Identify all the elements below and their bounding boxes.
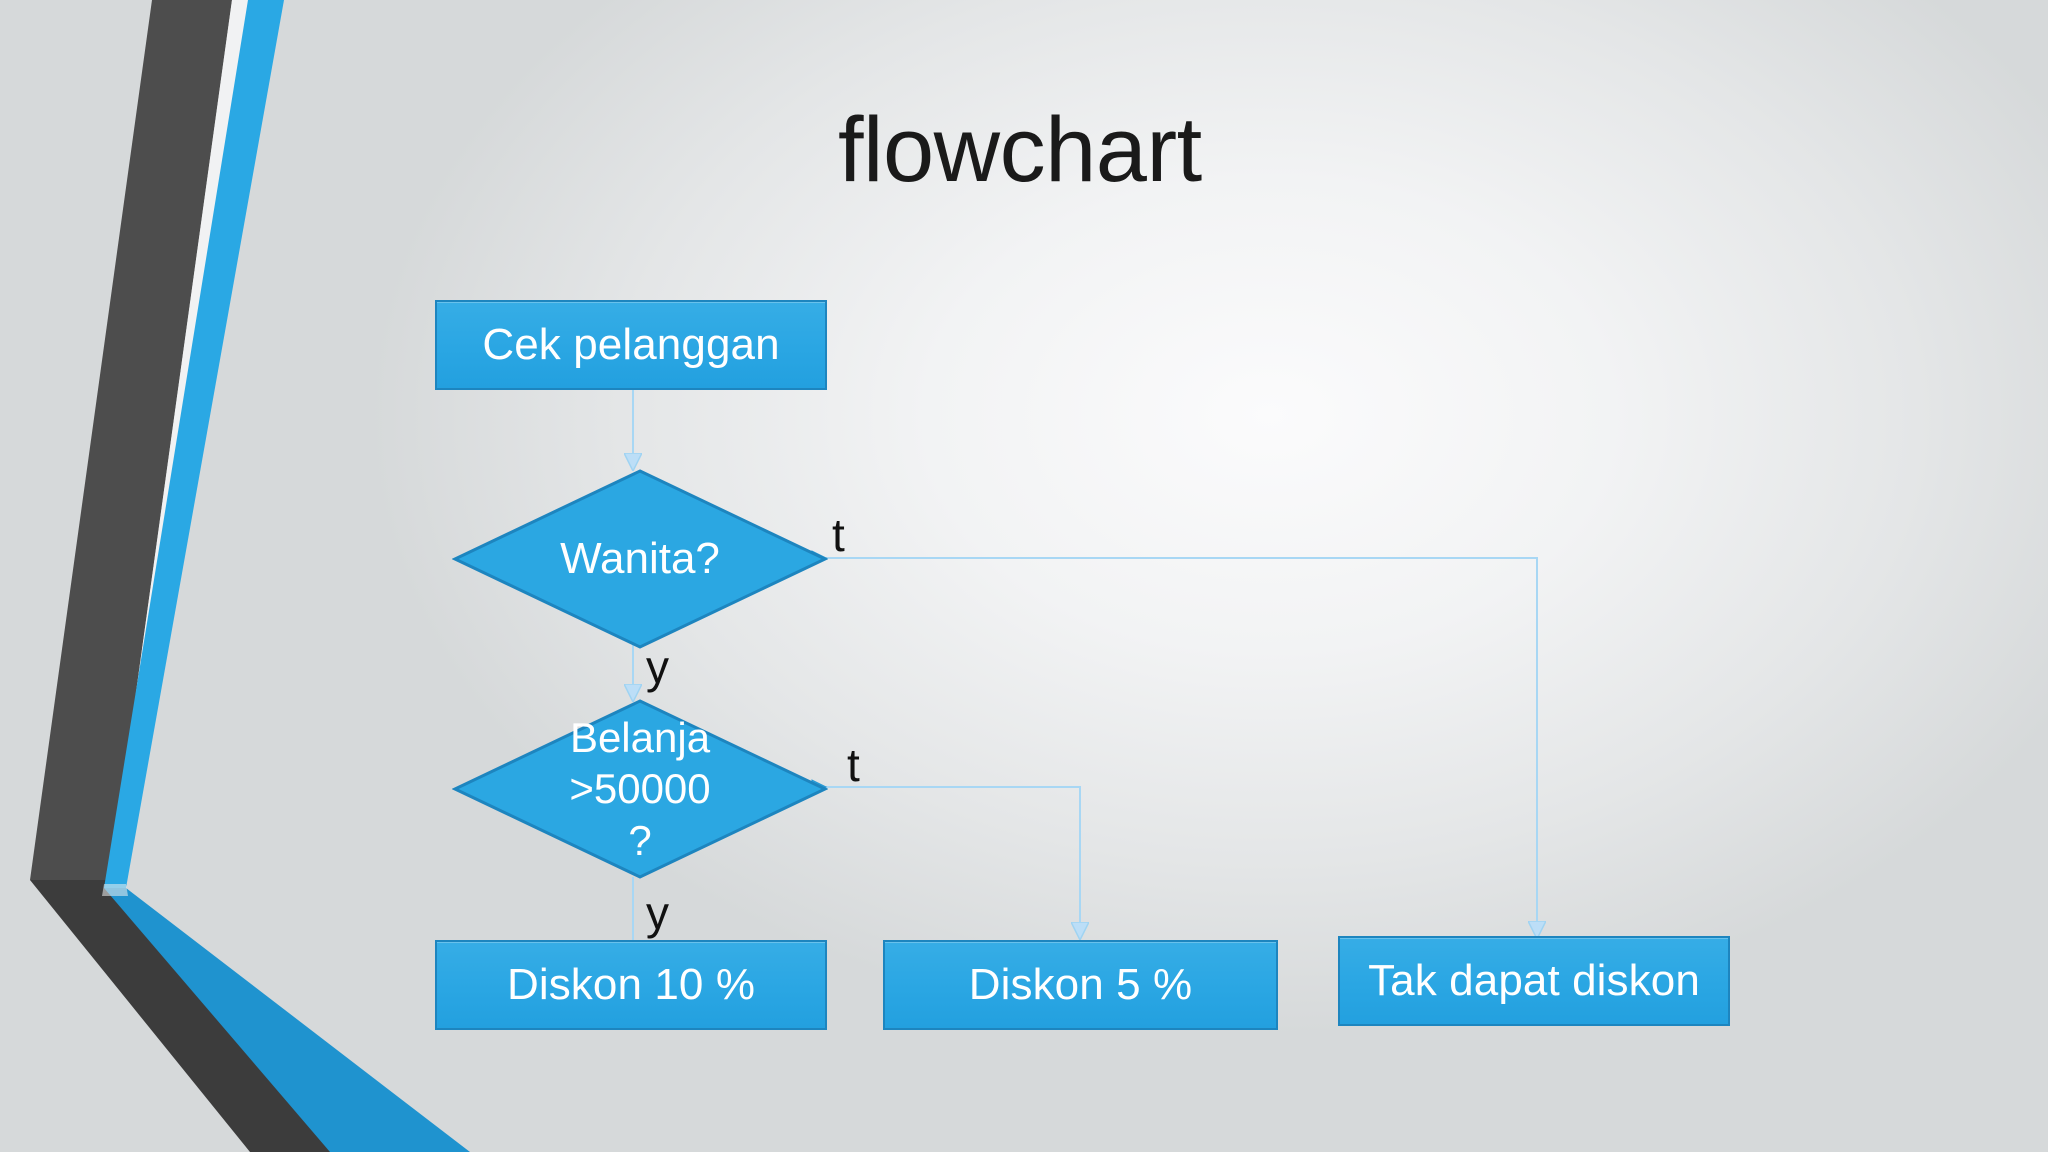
edge-label-belanja-true: t [847,739,860,791]
edge-label-wanita-true: t [832,509,845,561]
page-title: flowchart [838,99,1202,201]
node-label: Diskon 5 % [968,960,1193,1010]
diamond-shape [452,469,828,649]
node-label: Tak dapat diskon [1368,956,1700,1006]
node-label: Wanita? [560,534,720,584]
node-label: Diskon 10 % [506,960,756,1010]
edge-label-wanita-false: y [646,641,669,693]
node-cek-pelanggan[interactable]: Cek pelanggan [435,300,827,390]
node-tak-dapat-diskon[interactable]: Tak dapat diskon [1338,936,1730,1026]
diamond-shape [452,699,828,879]
edge-label-belanja-false: y [646,887,669,939]
node-label: Cek pelanggan [482,320,780,370]
node-diskon-10[interactable]: Diskon 10 % [435,940,827,1030]
connector-belanja-true [811,779,1080,931]
connector-wanita-true [811,550,1537,930]
node-label: Belanja >50000 ? [569,714,711,864]
node-belanja[interactable]: Belanja >50000 ? [452,698,828,880]
node-wanita[interactable]: Wanita? [452,468,828,650]
node-diskon-5[interactable]: Diskon 5 % [883,940,1278,1030]
